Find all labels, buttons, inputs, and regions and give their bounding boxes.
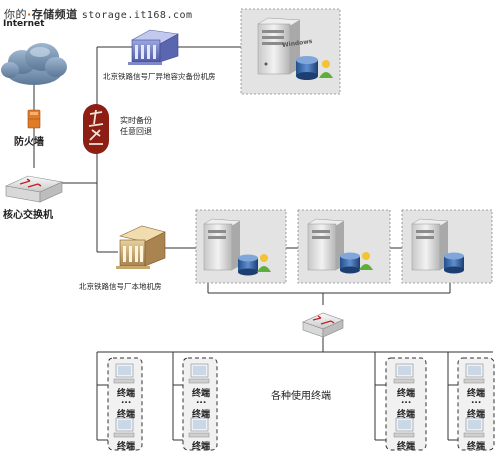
terminals-caption: 各种使用终端 [271, 391, 331, 402]
terminal-label: 终端 [467, 410, 486, 420]
watermark-url: storage.it168.com [81, 10, 193, 21]
seal-logo-icon [83, 104, 109, 154]
terminal-dots: ... [401, 396, 412, 406]
terminal-group-4 [457, 357, 495, 451]
desktop-pc-icon [188, 363, 210, 384]
terminal-group-3 [385, 357, 427, 451]
terminal-dots: ... [121, 396, 132, 406]
desktop-pc-icon [463, 363, 485, 384]
internet-label: Internet [3, 19, 45, 29]
desktop-pc-icon [393, 417, 415, 438]
user-badge-icon [319, 60, 333, 78]
watermark-sep: · [27, 8, 32, 21]
local-server-panel-3 [401, 209, 493, 284]
watermark-channel: 存储频道 [31, 8, 78, 21]
desktop-pc-icon [393, 363, 415, 384]
desktop-pc-icon [463, 417, 485, 438]
terminal-label: 终端 [397, 442, 416, 452]
firewall-icon [27, 109, 41, 129]
core-switch-label: 核心交换机 [3, 210, 53, 221]
terminal-label: 终端 [467, 442, 486, 452]
terminal-group-1 [107, 357, 143, 451]
firewall-label: 防火墙 [14, 137, 44, 148]
terminal-label: 终端 [117, 410, 136, 420]
remote-building-icon [128, 29, 179, 65]
terminal-label: 终端 [397, 410, 416, 420]
watermark-site: 你的 [4, 8, 27, 21]
desktop-pc-icon [188, 417, 210, 438]
connection-lines [33, 46, 493, 441]
terminal-dots: ... [196, 396, 207, 406]
server-tower-icon [257, 17, 301, 75]
core-switch-icon [4, 175, 64, 203]
terminal-label: 终端 [467, 389, 486, 399]
access-switch-icon [302, 312, 344, 338]
terminal-label: 终端 [117, 389, 136, 399]
local-server-panel-2 [297, 209, 391, 284]
terminal-label: 终端 [117, 442, 136, 452]
terminal-label: 终端 [192, 410, 211, 420]
local-building-icon [116, 225, 166, 269]
terminal-dots: ... [471, 396, 482, 406]
internet-cloud-icon [1, 43, 67, 85]
remote-site-label: 北京铁路信号厂异地容灾备份机房 [103, 72, 216, 81]
remote-server-panel [240, 8, 341, 95]
desktop-pc-icon [113, 363, 135, 384]
local-site-label: 北京铁路信号厂本地机房 [79, 282, 162, 291]
local-server-panel-1 [195, 209, 287, 284]
terminal-label: 终端 [192, 389, 211, 399]
database-disk-icon [296, 56, 318, 80]
desktop-pc-icon [113, 417, 135, 438]
terminal-label: 终端 [192, 442, 211, 452]
terminal-group-2 [182, 357, 218, 451]
watermark: 你的·存储频道 storage.it168.com [4, 6, 193, 22]
terminal-label: 终端 [397, 389, 416, 399]
backup-note-line2: 任意回退 [120, 127, 152, 136]
backup-note-line1: 实时备份 [120, 116, 152, 125]
